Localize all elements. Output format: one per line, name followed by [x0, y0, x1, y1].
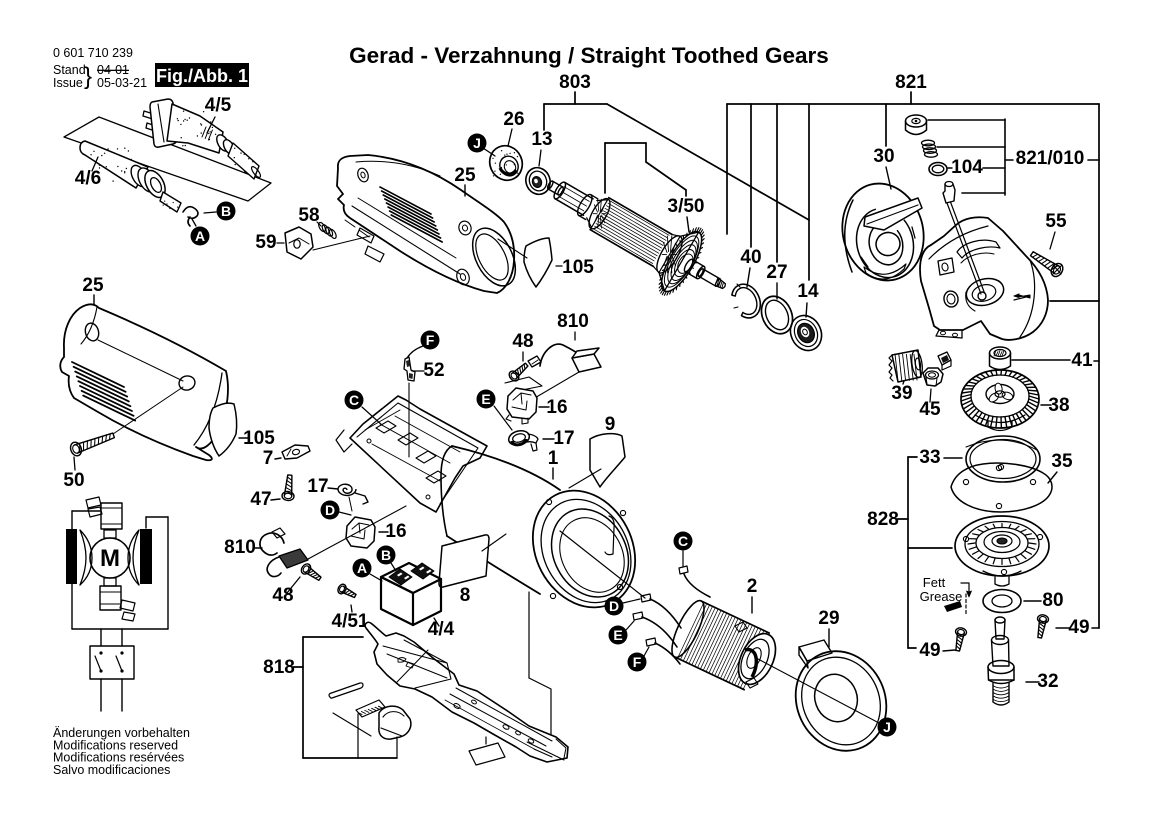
svg-text:4/4: 4/4	[428, 619, 455, 640]
svg-text:49: 49	[919, 640, 940, 661]
svg-text:E: E	[613, 627, 622, 643]
svg-text:803: 803	[559, 72, 591, 93]
svg-text:M: M	[100, 545, 120, 572]
svg-text:41: 41	[1071, 350, 1093, 371]
svg-text:104: 104	[951, 157, 983, 178]
svg-text:16: 16	[385, 521, 406, 542]
svg-text:48: 48	[512, 331, 533, 352]
svg-text:17: 17	[553, 428, 574, 449]
svg-text:}: }	[84, 63, 92, 90]
svg-text:D: D	[609, 598, 619, 614]
svg-text:59: 59	[255, 232, 276, 253]
svg-text:828: 828	[867, 509, 899, 530]
svg-text:32: 32	[1037, 671, 1058, 692]
svg-text:25: 25	[82, 275, 104, 296]
svg-text:7: 7	[263, 448, 274, 469]
svg-text:1: 1	[548, 448, 559, 469]
svg-text:9: 9	[605, 414, 616, 435]
svg-text:105: 105	[562, 257, 594, 278]
svg-text:14: 14	[797, 281, 819, 302]
svg-text:4/6: 4/6	[75, 168, 101, 189]
svg-text:39: 39	[891, 383, 912, 404]
svg-text:Modifications reserved: Modifications reserved	[53, 738, 178, 752]
svg-text:27: 27	[766, 262, 787, 283]
svg-text:17: 17	[307, 476, 328, 497]
svg-text:D: D	[325, 502, 335, 518]
svg-text:49: 49	[1068, 617, 1089, 638]
svg-text:55: 55	[1045, 211, 1067, 232]
svg-text:E: E	[481, 391, 490, 407]
svg-text:35: 35	[1051, 451, 1073, 472]
svg-text:45: 45	[919, 399, 941, 420]
svg-text:A: A	[357, 560, 367, 576]
svg-text:05-03-21: 05-03-21	[97, 76, 147, 90]
svg-text:33: 33	[919, 447, 940, 468]
svg-text:105: 105	[243, 428, 275, 449]
svg-text:0 601 710 239: 0 601 710 239	[53, 46, 133, 60]
svg-text:Stand: Stand	[53, 63, 86, 77]
svg-text:C: C	[678, 533, 688, 549]
svg-text:38: 38	[1048, 395, 1069, 416]
svg-text:Fett: Fett	[923, 575, 946, 590]
svg-text:80: 80	[1042, 590, 1063, 611]
svg-text:58: 58	[298, 205, 319, 226]
svg-text:40: 40	[740, 247, 761, 268]
svg-text:821: 821	[895, 72, 927, 93]
svg-text:Fig./Abb. 1: Fig./Abb. 1	[156, 66, 248, 86]
svg-text:B: B	[221, 203, 231, 219]
svg-text:48: 48	[272, 585, 293, 606]
svg-text:52: 52	[423, 360, 444, 381]
svg-text:4/51: 4/51	[332, 611, 369, 632]
svg-text:8: 8	[460, 585, 471, 606]
svg-text:04-01: 04-01	[97, 63, 129, 77]
svg-text:810: 810	[557, 311, 589, 332]
svg-text:J: J	[473, 135, 481, 151]
svg-text:Grease: Grease	[920, 589, 963, 604]
svg-text:Issue: Issue	[53, 76, 83, 90]
svg-text:810: 810	[224, 537, 256, 558]
svg-text:13: 13	[531, 129, 552, 150]
svg-text:3/50: 3/50	[668, 196, 705, 217]
svg-text:50: 50	[63, 470, 84, 491]
svg-text:821/010: 821/010	[1016, 148, 1085, 169]
svg-text:26: 26	[503, 109, 524, 130]
svg-text:F: F	[426, 332, 435, 348]
svg-text:4/5: 4/5	[205, 95, 232, 116]
svg-text:Salvo modificaciones: Salvo modificaciones	[53, 763, 170, 777]
svg-text:30: 30	[873, 146, 894, 167]
svg-text:B: B	[381, 547, 391, 563]
svg-text:Gerad - Verzahnung / Straight: Gerad - Verzahnung / Straight Toothed Ge…	[349, 43, 829, 68]
svg-text:47: 47	[250, 489, 271, 510]
svg-text:A: A	[195, 228, 205, 244]
svg-text:818: 818	[263, 657, 295, 678]
svg-text:Modifications resérvées: Modifications resérvées	[53, 751, 184, 765]
svg-text:25: 25	[454, 165, 476, 186]
svg-text:2: 2	[747, 576, 758, 597]
svg-text:16: 16	[546, 397, 567, 418]
svg-text:J: J	[883, 719, 891, 735]
svg-text:Änderungen vorbehalten: Änderungen vorbehalten	[53, 726, 190, 740]
svg-text:29: 29	[818, 608, 839, 629]
svg-text:C: C	[349, 392, 359, 408]
svg-text:F: F	[633, 654, 642, 670]
